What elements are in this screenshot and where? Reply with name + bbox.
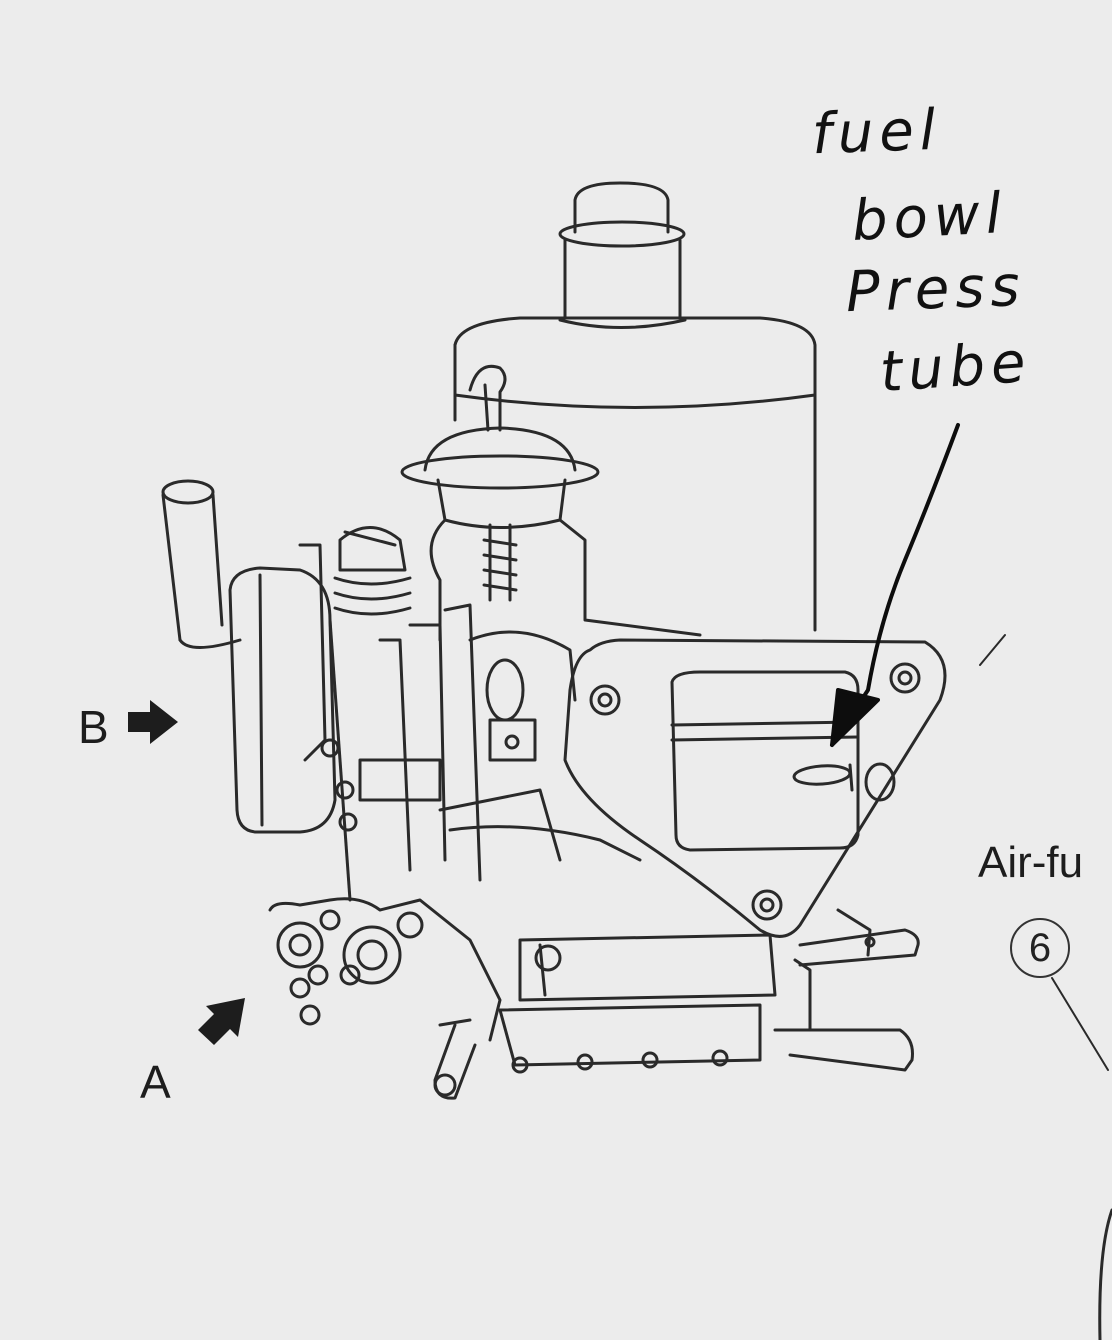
float-chamber-cover [228,543,337,834]
view-label-a: A [140,1056,171,1108]
handwritten-note-line-3: Press [844,253,1027,326]
handwritten-arrow-icon [830,423,960,747]
handwritten-note-line-4: tube [877,329,1034,406]
view-label-b: B [78,701,109,753]
callout-number: 6 [1010,918,1070,978]
partial-component-outline [1098,1208,1112,1340]
carburetor-body [320,603,642,902]
handwritten-note-line-2: bowl [850,180,1009,255]
callout-leader-line [1051,977,1109,1071]
stray-mark [979,634,1006,666]
vacuum-diaphragm [400,364,702,642]
air-horn [453,181,817,632]
fuel-inlet-pipe [161,479,242,649]
arrow-a-icon [198,998,245,1045]
air-fuel-label: Air-fu [978,838,1084,887]
arrow-b-icon [128,700,178,744]
carburetor-base [268,897,920,1100]
handwritten-note-line-1: fuel [810,97,943,168]
mounting-flange [563,638,947,938]
adjusting-screw [333,526,412,616]
